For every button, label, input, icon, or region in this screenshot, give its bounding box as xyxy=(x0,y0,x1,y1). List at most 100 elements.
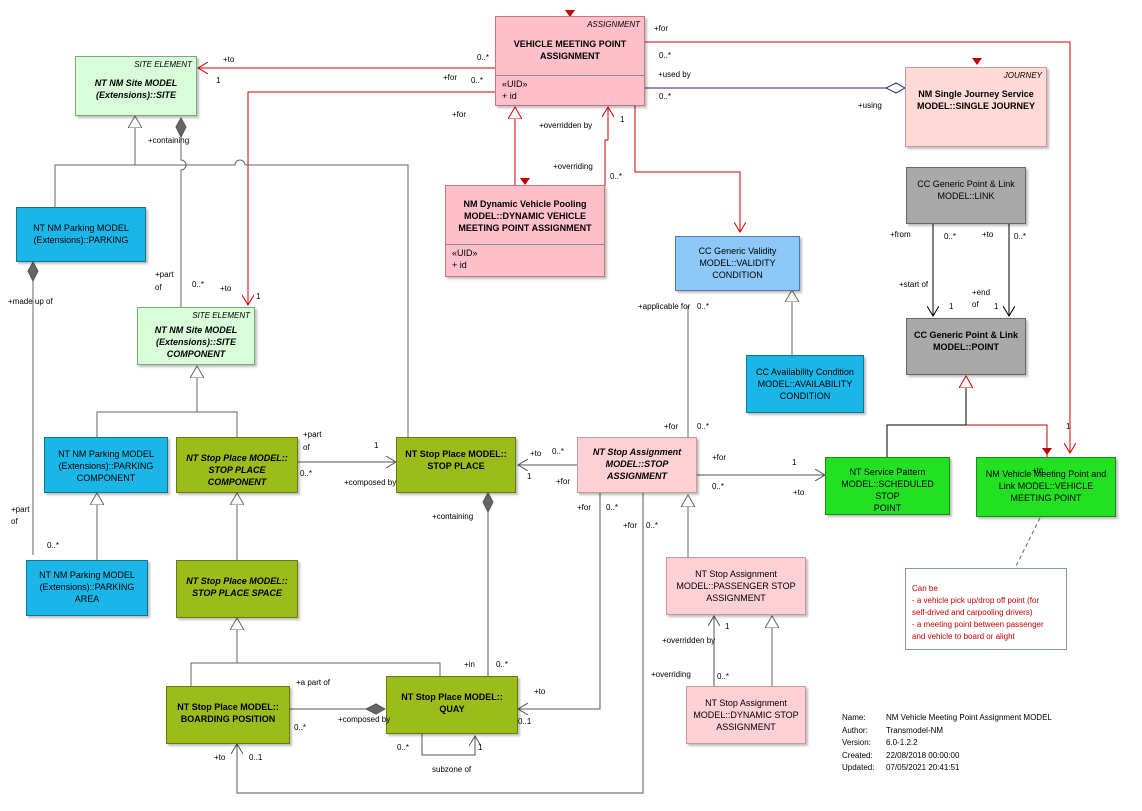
box-boarding-position[interactable]: NT Stop Place MODEL:: BOARDING POSITION xyxy=(166,686,290,744)
box-parking[interactable]: NT NM Parking MODEL (Extensions)::PARKIN… xyxy=(16,207,146,262)
edge-site-containing xyxy=(181,118,186,307)
edge-label: +using xyxy=(858,101,882,110)
edge-label: +to xyxy=(534,687,546,696)
edge-label: +for xyxy=(712,453,727,462)
edge-label: 0..* xyxy=(192,280,205,289)
box-quay[interactable]: NT Stop Place MODEL:: QUAY xyxy=(386,676,518,734)
box-vehicle-meeting-point[interactable]: NM Vehicle Meeting Point and Link MODEL:… xyxy=(976,457,1116,517)
edge-label: 1 xyxy=(949,302,954,311)
box-title: MODEL::LINK xyxy=(937,191,995,201)
edge-label: of xyxy=(972,300,979,309)
triangle-icon xyxy=(520,178,530,185)
box-dynamic-vehicle-pooling[interactable]: NM Dynamic Vehicle Pooling MODEL::DYNAMI… xyxy=(445,185,605,277)
edge-label: 1 xyxy=(725,622,730,631)
box-title: NT Stop Assignment xyxy=(592,447,682,457)
box-title: COMPONENT xyxy=(76,473,136,483)
box-link[interactable]: CC Generic Point & Link MODEL::LINK xyxy=(906,167,1026,224)
edge-label: 0..* xyxy=(646,521,659,530)
edge-sa-boarding xyxy=(237,493,644,794)
edge-label: +applicable for xyxy=(638,302,691,311)
box-title: ASSIGNMENT xyxy=(716,722,776,732)
edge-label: +for xyxy=(452,110,467,119)
box-stop-place-space[interactable]: NT Stop Place MODEL:: STOP PLACE SPACE xyxy=(176,560,298,618)
edge-label: 0..* xyxy=(496,660,509,669)
stereotype-label: ASSIGNMENT xyxy=(587,20,640,29)
box-site-component[interactable]: SITE ELEMENT NT NM Site MODEL (Extension… xyxy=(137,307,255,365)
edge-label: 1 xyxy=(994,302,999,311)
edge-label: of xyxy=(155,283,162,292)
edge-label: 1 xyxy=(478,743,483,752)
edge-label: +part xyxy=(11,505,30,514)
box-title: COMPONENT xyxy=(166,349,226,359)
edge-label: 0..* xyxy=(944,232,957,241)
note-line: - a vehicle pick up/drop off point (for xyxy=(912,596,1040,605)
box-title: MODEL::SINGLE JOURNEY xyxy=(916,101,1035,111)
edge-label: +to xyxy=(220,284,232,293)
edge-label: 0..* xyxy=(610,172,623,181)
box-single-journey[interactable]: JOURNEY NM Single Journey Service MODEL:… xyxy=(905,67,1047,147)
edge-label: +from xyxy=(890,230,911,239)
edge-label: 1 xyxy=(256,292,261,301)
box-title: (Extensions)::PARKING xyxy=(33,235,129,245)
meta-value: Transmodel-NM xyxy=(886,725,944,735)
edge-parking-site xyxy=(54,116,135,207)
note-line: self-drived and carpooling drivers) xyxy=(912,608,1033,617)
meta-value: NM Vehicle Meeting Point Assignment MODE… xyxy=(886,713,1052,722)
box-vehicle-meeting-point-assignment[interactable]: ASSIGNMENT VEHICLE MEETING POINT ASSIGNM… xyxy=(495,16,645,106)
meta-value: 07/05/2021 20:41:51 xyxy=(886,763,960,772)
attr-id: + id xyxy=(452,260,467,270)
box-stop-place-component[interactable]: NT Stop Place MODEL:: STOP PLACE COMPONE… xyxy=(176,437,298,493)
box-title: NT Stop Assignment xyxy=(695,569,777,579)
edge-label: +start of xyxy=(899,280,929,289)
edge-label: of xyxy=(11,517,18,526)
meta-value: 6.0-1.2.2 xyxy=(886,738,918,747)
edge-label: 0..* xyxy=(300,469,313,478)
edge-label: +overridden by xyxy=(662,636,716,645)
note-box: Can be - a vehicle pick up/drop off poin… xyxy=(905,568,1067,650)
edge-label: 0..* xyxy=(397,743,410,752)
edge-label: 0..* xyxy=(659,92,672,101)
meta-key: Updated: xyxy=(842,763,875,772)
meta-value: 22/08/2018 00:00:00 xyxy=(886,750,960,760)
box-scheduled-stop-point[interactable]: NT Service Pattern MODEL::SCHEDULED STOP… xyxy=(825,457,950,515)
edge-label: +end xyxy=(972,288,991,297)
box-title: Link MODEL::VEHICLE xyxy=(998,481,1094,491)
edge-label: 0..* xyxy=(697,422,710,431)
box-title: NT Stop Place MODEL:: xyxy=(186,453,288,463)
edge-label: +for xyxy=(654,24,669,33)
box-site[interactable]: SITE ELEMENT NT NM Site MODEL (Extension… xyxy=(75,56,197,116)
box-title: (Extensions)::SITE xyxy=(95,90,176,100)
box-title: STOP PLACE xyxy=(427,461,485,471)
edge-label: 0..* xyxy=(1014,232,1027,241)
meta-key: Author: xyxy=(842,725,868,735)
box-title: MODEL::STOP xyxy=(605,459,669,469)
box-title: CC Generic Point & Link xyxy=(917,179,1015,189)
meta-key: Created: xyxy=(842,750,873,760)
box-validity-condition[interactable]: CC Generic Validity MODEL::VALIDITY COND… xyxy=(675,236,800,291)
box-title: CC Generic Point & Link xyxy=(913,330,1018,340)
box-stop-place[interactable]: NT Stop Place MODEL:: STOP PLACE xyxy=(396,437,516,493)
box-parking-component[interactable]: NT NM Parking MODEL (Extensions)::PARKIN… xyxy=(44,437,168,493)
box-title: MEETING POINT ASSIGNMENT xyxy=(458,223,592,233)
box-title: MODEL::PASSENGER STOP xyxy=(676,581,796,591)
box-title: CONDITION xyxy=(779,391,831,401)
box-parking-area[interactable]: NT NM Parking MODEL (Extensions)::PARKIN… xyxy=(26,560,148,616)
box-stop-assignment[interactable]: NT Stop Assignment MODEL::STOP ASSIGNMEN… xyxy=(577,437,697,493)
edge-label: +to xyxy=(214,753,226,762)
edge-label: +containing xyxy=(148,136,190,145)
edge-label: +to xyxy=(223,55,235,64)
box-point[interactable]: CC Generic Point & Link MODEL::POINT xyxy=(906,318,1026,375)
box-title: POINT xyxy=(873,503,902,513)
box-title: NT Stop Place MODEL:: xyxy=(186,576,288,586)
triangle-icon xyxy=(565,10,575,17)
edge-vmp-point-gen xyxy=(966,424,1048,457)
edge-label: +overridden by xyxy=(539,121,593,130)
note-line: and vehicle to board or alight xyxy=(912,632,1015,641)
box-availability-condition[interactable]: CC Availability Condition MODEL::AVAILAB… xyxy=(746,355,864,413)
box-title: MODEL::POINT xyxy=(933,342,999,352)
box-passenger-stop-assignment[interactable]: NT Stop Assignment MODEL::PASSENGER STOP… xyxy=(666,557,806,615)
edge-label: 0..* xyxy=(294,723,307,732)
box-dynamic-stop-assignment[interactable]: NT Stop Assignment MODEL::DYNAMIC STOP A… xyxy=(686,686,806,744)
